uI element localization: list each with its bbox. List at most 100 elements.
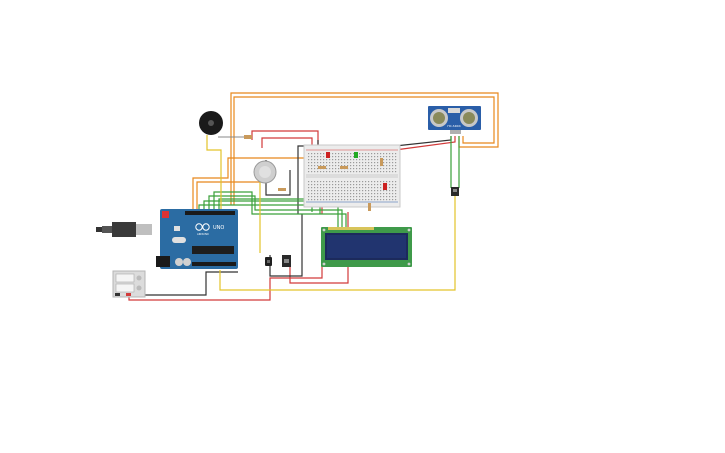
breadboard-hole (329, 196, 331, 198)
led-green[interactable] (354, 152, 358, 158)
resistor-2[interactable] (278, 188, 286, 191)
breadboard[interactable] (303, 144, 401, 211)
breadboard-hole (344, 184, 346, 186)
breadboard-hole (362, 190, 364, 192)
breadboard-hole (368, 162, 370, 164)
breadboard-hole (389, 187, 391, 189)
breadboard-hole (368, 159, 370, 161)
breadboard-hole (395, 162, 397, 164)
bb-resistor-3[interactable] (380, 158, 383, 166)
breadboard-hole (377, 168, 379, 170)
breadboard-hole (380, 196, 382, 198)
breadboard-hole (329, 162, 331, 164)
breadboard-hole (380, 193, 382, 195)
breadboard-hole (374, 171, 376, 173)
breadboard-hole (320, 171, 322, 173)
reset-button[interactable] (162, 211, 169, 218)
push-button[interactable] (282, 255, 291, 267)
breadboard-hole (323, 153, 325, 155)
resistor[interactable] (244, 135, 252, 139)
breadboard-hole (335, 168, 337, 170)
breadboard-hole (347, 193, 349, 195)
breadboard-hole (392, 159, 394, 161)
breadboard-hole (371, 162, 373, 164)
breadboard-hole (353, 190, 355, 192)
led-red-2[interactable] (383, 183, 387, 190)
transistor-1[interactable] (265, 257, 272, 266)
breadboard-hole (392, 187, 394, 189)
breadboard-hole (395, 159, 397, 161)
ultrasonic-sensor[interactable]: HC-SR04 (428, 106, 481, 134)
breadboard-hole (338, 168, 340, 170)
bb-resistor-2[interactable] (340, 166, 348, 169)
wire-red-bb-ultrasonic[interactable] (394, 136, 456, 151)
wire-green-3[interactable] (208, 195, 343, 228)
breadboard-hole (311, 196, 313, 198)
led-red-1[interactable] (326, 152, 330, 158)
arduino-uno[interactable]: UNO ARDUINO (96, 209, 238, 269)
breadboard-hole (368, 168, 370, 170)
breadboard-hole (377, 165, 379, 167)
breadboard-hole (359, 156, 361, 158)
breadboard-hole (359, 199, 361, 201)
wire-red-bottom[interactable] (128, 258, 323, 301)
breadboard-hole (383, 199, 385, 201)
wire-green-4[interactable] (213, 191, 347, 228)
breadboard-hole (371, 196, 373, 198)
breadboard-hole (362, 171, 364, 173)
breadboard-hole (332, 196, 334, 198)
breadboard-hole (344, 165, 346, 167)
breadboard-hole (377, 156, 379, 158)
round-sensor[interactable] (253, 160, 286, 191)
breadboard-hole (338, 193, 340, 195)
breadboard-hole (335, 196, 337, 198)
lcd-display[interactable] (321, 227, 412, 267)
breadboard-hole (350, 190, 352, 192)
breadboard-hole (380, 153, 382, 155)
breadboard-hole (395, 199, 397, 201)
breadboard-hole (377, 199, 379, 201)
breadboard-hole (335, 162, 337, 164)
bb-resistor-1[interactable] (318, 166, 326, 169)
breadboard-hole (338, 162, 340, 164)
breadboard-hole (308, 193, 310, 195)
power-jack[interactable] (156, 256, 170, 267)
piezo-buzzer[interactable] (199, 111, 252, 139)
wire-yellow-sensor[interactable] (219, 196, 456, 291)
breadboard-hole (377, 187, 379, 189)
breadboard-hole (395, 187, 397, 189)
breadboard-hole (344, 193, 346, 195)
breadboard-hole (383, 196, 385, 198)
wire-orange-ultrasonic-2[interactable] (233, 96, 495, 205)
breadboard-hole (374, 156, 376, 158)
breadboard-hole (377, 181, 379, 183)
wire-black-4[interactable] (394, 136, 452, 147)
breadboard-hole (314, 199, 316, 201)
breadboard-hole (335, 199, 337, 201)
breadboard-hole (323, 196, 325, 198)
breadboard-hole (344, 153, 346, 155)
breadboard-hole (332, 168, 334, 170)
bb-resistor-4[interactable] (368, 203, 371, 211)
breadboard-hole (374, 153, 376, 155)
breadboard-hole (317, 168, 319, 170)
small-sensor[interactable] (451, 187, 459, 196)
wire-black-2[interactable] (116, 271, 238, 296)
breadboard-hole (335, 184, 337, 186)
usb-cable[interactable] (96, 227, 102, 232)
breadboard-hole (329, 165, 331, 167)
breadboard-hole (395, 153, 397, 155)
breadboard-hole (350, 181, 352, 183)
breadboard-hole (374, 168, 376, 170)
ultrasonic-label: HC-SR04 (447, 124, 460, 128)
wire-yellow-buzzer[interactable] (206, 135, 222, 215)
breadboard-hole (341, 181, 343, 183)
breadboard-hole (344, 190, 346, 192)
breadboard-hole (365, 181, 367, 183)
breadboard-hole (320, 156, 322, 158)
breadboard-hole (362, 162, 364, 164)
battery-pack[interactable] (112, 270, 146, 298)
breadboard-hole (308, 199, 310, 201)
breadboard-hole (314, 181, 316, 183)
